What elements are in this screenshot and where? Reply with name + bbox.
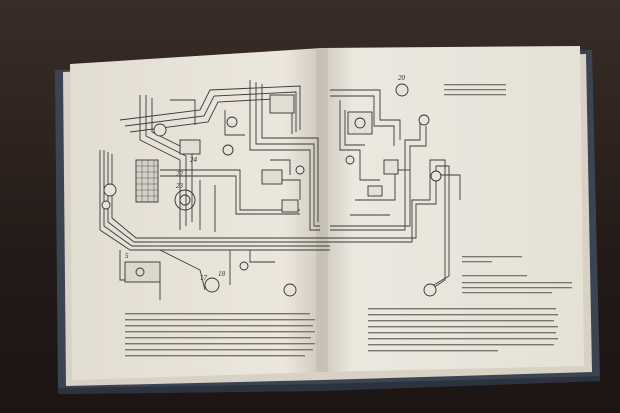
component-number: 24 <box>190 156 197 164</box>
component-number: 18 <box>218 270 225 278</box>
caption-text-right <box>368 308 558 352</box>
gutter-shadow <box>316 48 328 372</box>
right-page <box>322 46 584 372</box>
components-right <box>345 83 442 297</box>
components-left <box>101 94 305 297</box>
legend-text-right <box>444 84 572 294</box>
wiring-diagram-left <box>99 80 330 300</box>
left-page <box>70 48 322 380</box>
wiring-diagram-right <box>330 89 461 291</box>
component-number: 5 <box>125 252 129 260</box>
component-number: 17 <box>200 274 207 282</box>
caption-text-left <box>125 313 315 357</box>
component-number: 20 <box>398 74 405 82</box>
component-number: 23 <box>176 182 183 190</box>
component-number: 22 <box>176 170 183 178</box>
